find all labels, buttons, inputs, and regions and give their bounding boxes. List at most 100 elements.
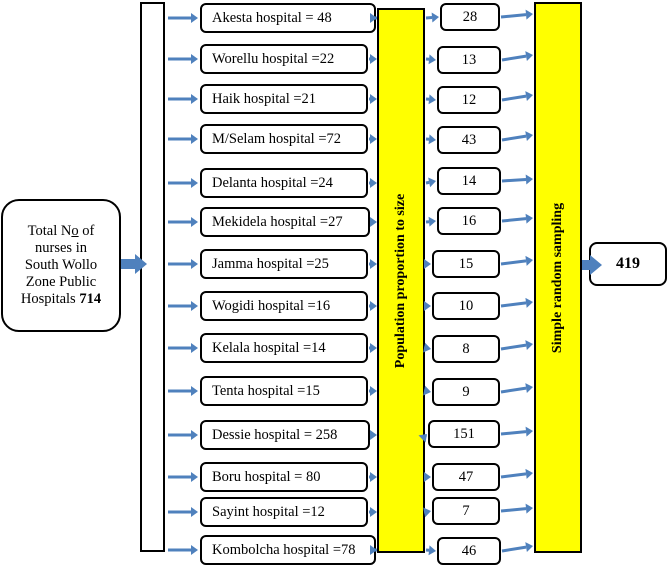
sample-size-box: 15 xyxy=(432,250,500,278)
arrow-to-pps xyxy=(369,134,377,144)
sample-size-value: 16 xyxy=(461,212,477,229)
arrow-to-pps xyxy=(369,301,377,311)
arrow-to-sample xyxy=(423,385,431,396)
sample-size-box: 47 xyxy=(432,463,500,491)
sample-size-value: 151 xyxy=(453,425,475,442)
total-line3: South Wollo xyxy=(24,257,98,273)
arrow-to-hospital xyxy=(168,430,198,440)
arrow-to-sample xyxy=(425,94,436,105)
hospital-label: Boru hospital = 80 xyxy=(212,468,321,485)
arrow-to-hospital xyxy=(168,134,198,144)
hospital-box: Kombolcha hospital =78 xyxy=(200,535,376,565)
arrow-to-srs xyxy=(500,383,533,394)
sample-size-box: 13 xyxy=(437,46,501,74)
arrow-to-sample xyxy=(425,54,436,65)
distribution-bar xyxy=(140,2,165,552)
arrow-to-sample xyxy=(423,507,431,518)
sample-size-value: 7 xyxy=(462,502,470,519)
hospital-box: Dessie hospital = 258 xyxy=(200,420,370,450)
sample-size-value: 14 xyxy=(461,172,477,189)
arrow-to-sample xyxy=(424,259,431,269)
arrow-to-pps xyxy=(369,386,377,396)
total-value: 714 xyxy=(79,291,102,307)
arrow-to-sample xyxy=(423,342,431,353)
hospital-label: Dessie hospital = 258 xyxy=(212,426,338,443)
sample-size-value: 28 xyxy=(462,8,478,25)
total-no-o: o xyxy=(71,223,79,239)
arrow-to-sample xyxy=(425,134,436,145)
sample-size-value: 15 xyxy=(458,255,474,272)
arrow-to-srs xyxy=(500,9,533,20)
final-sample-value: 419 xyxy=(616,255,640,272)
arrow-to-srs xyxy=(501,213,533,224)
sample-size-box: 151 xyxy=(428,420,500,448)
hospital-label: Tenta hospital =15 xyxy=(212,382,320,399)
arrow-to-hospital xyxy=(168,545,198,555)
hospital-label: Wogidi hospital =16 xyxy=(212,297,331,314)
sample-size-value: 43 xyxy=(461,131,477,148)
hospital-box: Worellu hospital =22 xyxy=(200,44,368,74)
hospital-label: Jamma hospital =25 xyxy=(212,255,329,272)
arrow-to-pps xyxy=(370,13,377,23)
arrow-to-srs xyxy=(501,51,533,62)
arrow-total-to-bar xyxy=(121,254,147,274)
total-line5: Hospitals xyxy=(20,291,80,307)
arrow-to-pps xyxy=(369,259,377,269)
population-proportion-bar: Population proportion to size xyxy=(377,8,425,553)
hospital-box: Tenta hospital =15 xyxy=(200,376,368,406)
arrow-to-sample xyxy=(424,472,431,482)
hospital-box: Kelala hospital =14 xyxy=(200,333,368,363)
hospital-label: Delanta hospital =24 xyxy=(212,174,333,191)
sample-size-box: 14 xyxy=(437,167,501,195)
total-line2: nurses in xyxy=(35,240,87,256)
arrow-to-hospital xyxy=(168,94,198,104)
arrow-to-sample xyxy=(425,545,436,556)
sample-size-box: 8 xyxy=(432,335,500,363)
arrow-to-sample xyxy=(418,433,428,443)
arrow-to-srs xyxy=(500,468,533,479)
sample-size-box: 9 xyxy=(432,378,500,406)
arrow-to-srs xyxy=(500,340,533,351)
sample-size-value: 10 xyxy=(458,297,474,314)
arrow-to-pps xyxy=(370,430,377,440)
sample-size-box: 28 xyxy=(440,3,500,31)
arrow-to-sample xyxy=(425,216,436,227)
hospital-label: Akesta hospital = 48 xyxy=(212,9,332,26)
hospital-label: Kelala hospital =14 xyxy=(212,339,326,356)
arrow-to-hospital xyxy=(168,259,198,269)
arrow-to-hospital xyxy=(168,54,198,64)
sample-size-value: 12 xyxy=(461,91,477,108)
arrow-to-pps xyxy=(369,507,377,517)
arrow-to-pps xyxy=(370,545,377,555)
arrow-to-srs xyxy=(500,426,533,437)
sample-size-box: 12 xyxy=(437,86,501,114)
hospital-box: Delanta hospital =24 xyxy=(200,168,368,198)
hospital-label: Haik hospital =21 xyxy=(212,90,317,107)
arrow-to-hospital xyxy=(168,217,198,227)
simple-random-sampling-bar: Simple random sampling xyxy=(534,2,582,553)
sample-size-box: 10 xyxy=(432,292,500,320)
arrow-to-hospital xyxy=(168,386,198,396)
arrow-to-hospital xyxy=(168,178,198,188)
arrow-to-pps xyxy=(369,343,377,353)
arrow-to-srs xyxy=(501,174,533,185)
total-line1: Total N xyxy=(27,223,72,239)
hospital-label: Worellu hospital =22 xyxy=(212,50,335,67)
sample-size-box: 7 xyxy=(432,497,500,525)
sample-size-value: 13 xyxy=(461,51,477,68)
arrow-to-pps xyxy=(369,54,377,64)
hospital-box: Wogidi hospital =16 xyxy=(200,291,368,321)
arrow-to-srs xyxy=(500,503,533,514)
arrow-to-hospital xyxy=(168,13,198,23)
total-line1-end: of xyxy=(78,223,95,239)
arrow-srs-to-result xyxy=(582,255,602,275)
total-nurses-box: Total No of nurses in South Wollo Zone P… xyxy=(1,199,121,332)
hospital-label: M/Selam hospital =72 xyxy=(212,130,342,147)
arrow-to-pps xyxy=(369,94,377,104)
hospital-label: Sayint hospital =12 xyxy=(212,503,325,520)
arrow-to-pps xyxy=(369,178,377,188)
hospital-box: Mekidela hospital =27 xyxy=(200,207,370,237)
hospital-label: Mekidela hospital =27 xyxy=(212,213,343,230)
sample-size-value: 46 xyxy=(461,542,477,559)
total-line4: Zone Public xyxy=(25,274,97,290)
